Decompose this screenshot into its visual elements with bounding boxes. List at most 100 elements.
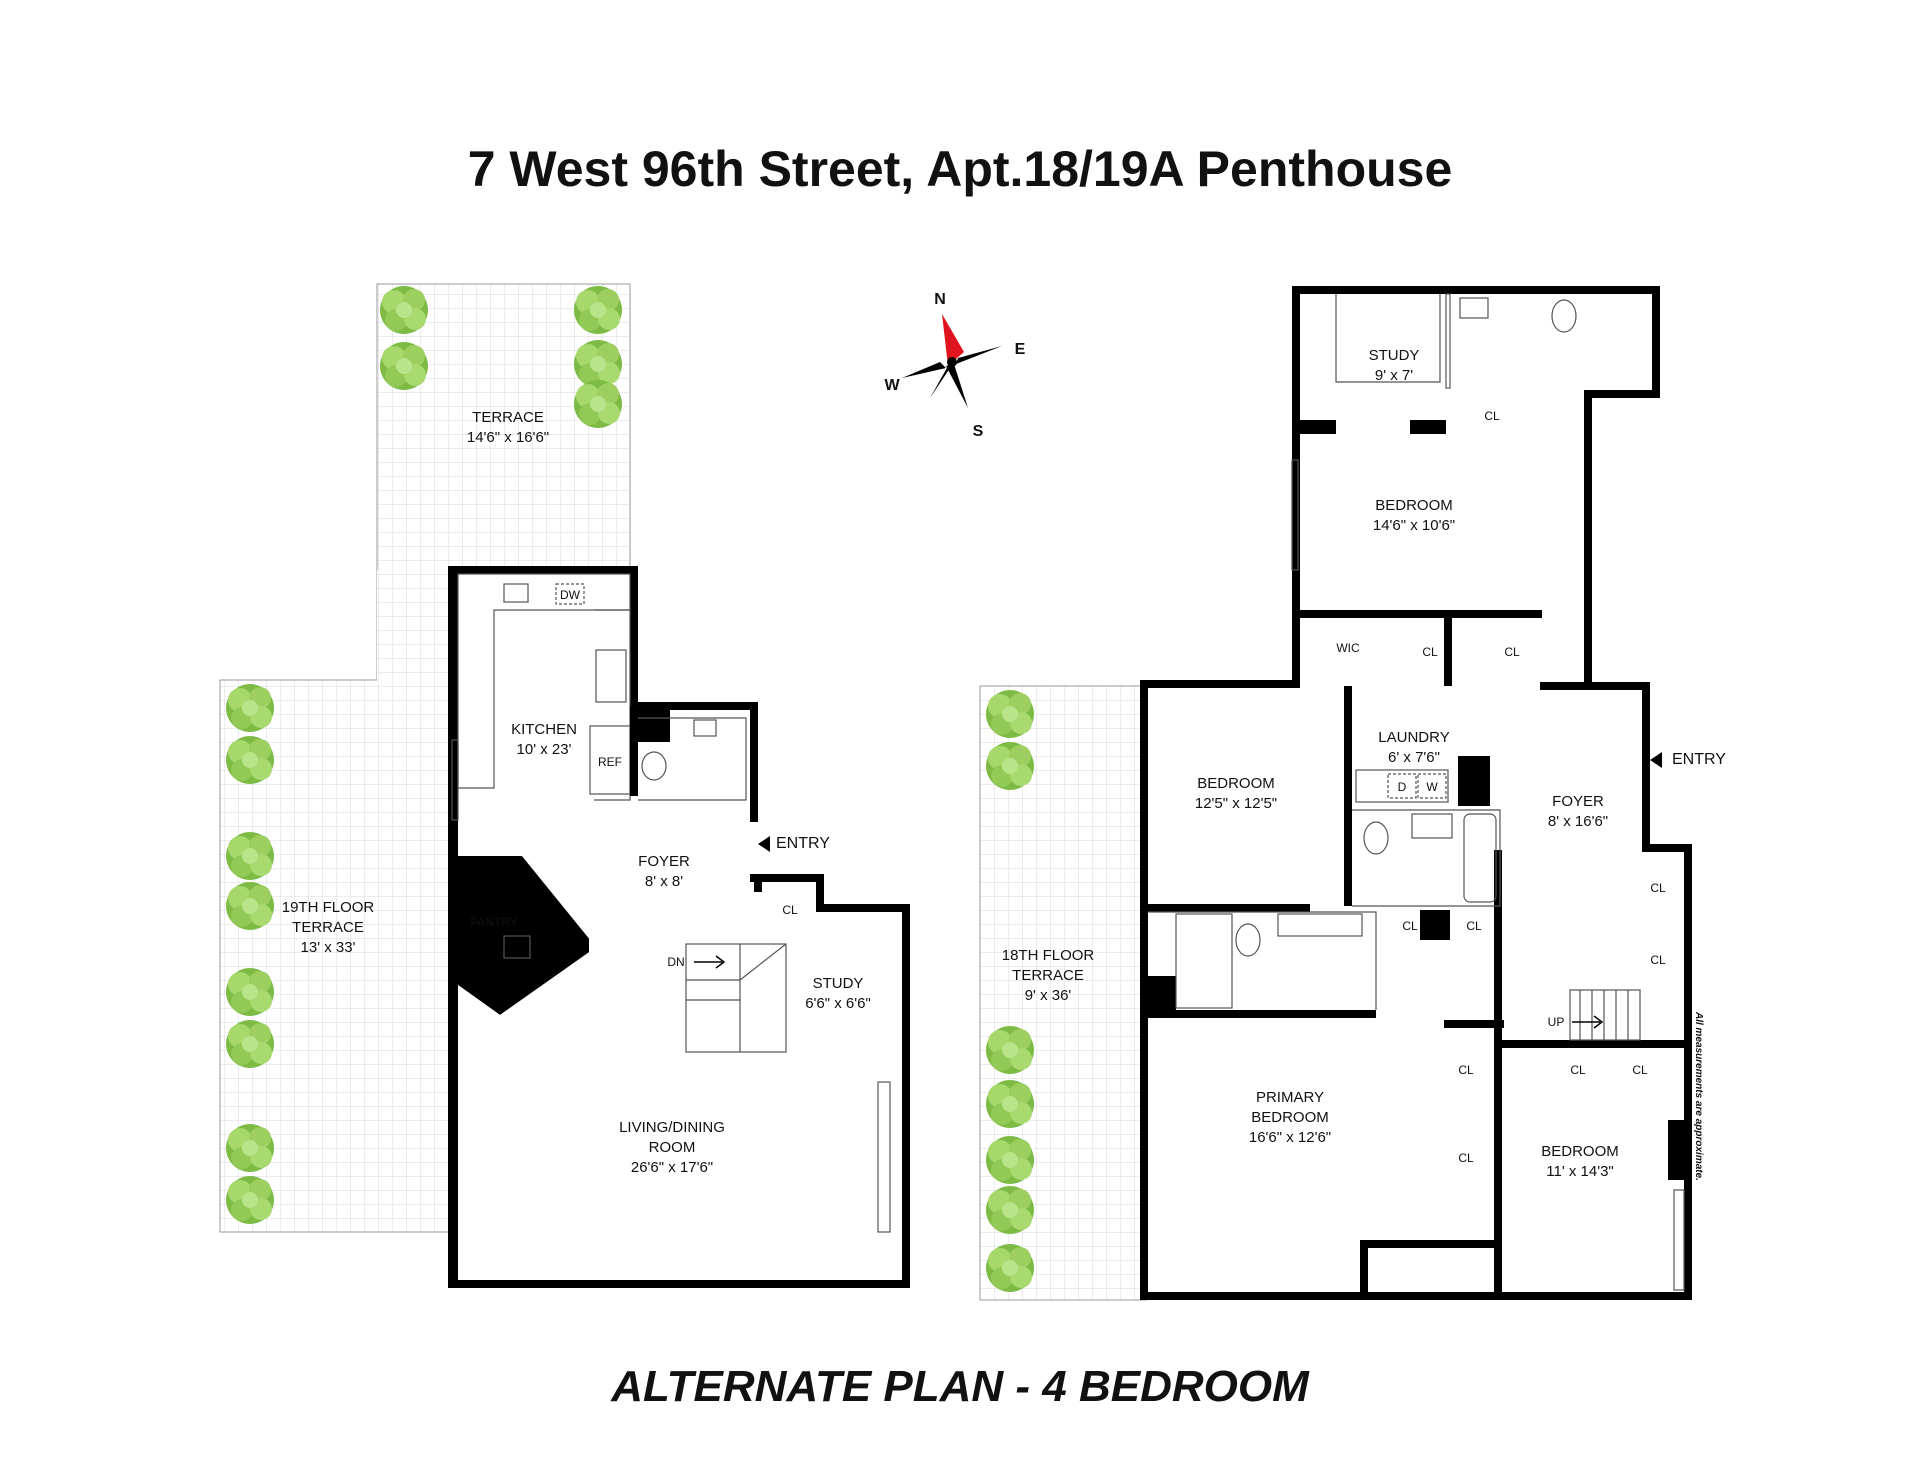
bedroom-left-label: BEDROOM	[1197, 775, 1275, 792]
cl-h-label: CL	[1458, 1151, 1474, 1165]
kitchen-label: KITCHEN	[511, 721, 577, 738]
middle-bath	[1352, 809, 1501, 907]
compass-s: S	[973, 423, 984, 440]
stair-down-arrow-icon	[694, 955, 726, 969]
living-label2: ROOM	[649, 1139, 696, 1156]
toilet-top-icon	[1551, 299, 1577, 333]
double-vanity-icon	[1277, 913, 1363, 937]
foyer-18-dims: 8' x 16'6"	[1548, 813, 1608, 830]
terrace-18-label: 18TH FLOOR	[1002, 947, 1095, 964]
powder-room	[630, 706, 747, 801]
stove-icon	[595, 649, 627, 703]
compass-w: W	[884, 377, 900, 394]
stair-up-arrow-icon	[1572, 1015, 1604, 1029]
pantry	[454, 856, 589, 1015]
study-18-dims: 9' x 7'	[1375, 367, 1413, 384]
terrace-19-label2: TERRACE	[292, 919, 364, 936]
foyer-19-label: FOYER	[638, 853, 690, 870]
up-label: UP	[1548, 1015, 1565, 1029]
terrace-18-dims: 9' x 36'	[1025, 987, 1072, 1004]
bedroom-right-dims: 11' x 14'3"	[1546, 1163, 1614, 1180]
pantry-label: PANTRY	[470, 915, 518, 929]
toilet-primary-icon	[1235, 923, 1261, 957]
bedroom-window	[1673, 1189, 1685, 1291]
primary-label: PRIMARY	[1256, 1089, 1324, 1106]
kitchen-sink-icon	[503, 583, 529, 603]
wic-label: WIC	[1336, 641, 1360, 655]
cl-c-label: CL	[1402, 919, 1418, 933]
stair-19	[685, 943, 787, 1053]
top-window	[1291, 459, 1299, 571]
foyer-18-label: FOYER	[1552, 793, 1604, 810]
page-title: 7 West 96th Street, Apt.18/19A Penthouse	[467, 141, 1453, 197]
primary-dims: 16'6" x 12'6"	[1249, 1129, 1331, 1146]
terrace-19-label: 19TH FLOOR	[282, 899, 375, 916]
compass: N S E W	[884, 291, 1025, 440]
entry-19-arrow-icon	[758, 836, 770, 852]
bath-sink-icon	[1459, 297, 1489, 319]
bedroom-top-label: BEDROOM	[1375, 497, 1453, 514]
shower-icon	[1175, 913, 1233, 1009]
cl-19-label: CL	[782, 903, 798, 917]
washer-icon	[1417, 773, 1447, 799]
floor-18-plan: STUDY 9' x 7' CL BEDROOM 14'6" x 10'6" W…	[979, 286, 1726, 1301]
cl-d-label: CL	[1466, 919, 1482, 933]
cl-b-label: CL	[1504, 645, 1520, 659]
dryer-label: D	[1398, 780, 1407, 794]
cl-top-label: CL	[1484, 409, 1500, 423]
compass-n: N	[934, 291, 946, 308]
compass-e: E	[1015, 341, 1026, 358]
bedroom-left-dims: 12'5" x 12'5"	[1195, 795, 1277, 812]
stair-18	[1569, 989, 1641, 1041]
bedroom-right-label: BEDROOM	[1541, 1143, 1619, 1160]
entry-19-label: ENTRY	[776, 835, 830, 852]
floor-19-plan: TERRACE 14'6" x 16'6" 19TH FLOOR TERRACE…	[219, 283, 910, 1288]
bedroom-top-dims: 14'6" x 10'6"	[1373, 517, 1455, 534]
plan-subtitle: ALTERNATE PLAN - 4 BEDROOM	[611, 1362, 1309, 1411]
living-label: LIVING/DINING	[619, 1119, 725, 1136]
living-window	[877, 1081, 891, 1233]
laundry-dims: 6' x 7'6"	[1388, 749, 1440, 766]
dw-label: DW	[560, 588, 581, 602]
primary-label2: BEDROOM	[1251, 1109, 1329, 1126]
dn-label: DN	[667, 955, 684, 969]
study-19-label: STUDY	[813, 975, 864, 992]
north-arrow-icon	[942, 314, 964, 366]
pantry-sink-icon	[503, 935, 531, 959]
walls-18	[1140, 286, 1692, 1300]
top-bath	[1335, 293, 1577, 389]
foyer-19-dims: 8' x 8'	[645, 873, 683, 890]
study-18-label: STUDY	[1369, 347, 1420, 364]
cl-i-label: CL	[1570, 1063, 1586, 1077]
bathtub-icon	[1463, 813, 1497, 903]
kitchen-window	[451, 739, 459, 821]
entry-18-label: ENTRY	[1672, 751, 1726, 768]
terrace-top-label: TERRACE	[472, 409, 544, 426]
ref-label: REF	[598, 755, 622, 769]
kitchen-dims: 10' x 23'	[517, 741, 572, 758]
primary-bath	[1148, 911, 1377, 1010]
washer-label: W	[1426, 780, 1438, 794]
toilet-icon	[641, 751, 667, 781]
cl-j-label: CL	[1632, 1063, 1648, 1077]
entry-18-arrow-icon	[1650, 752, 1662, 768]
sink-mid-icon	[1411, 813, 1453, 839]
laundry-label: LAUNDRY	[1378, 729, 1449, 746]
terrace-19-dims: 13' x 33'	[301, 939, 356, 956]
plants-top-right	[574, 286, 622, 428]
living-dims: 26'6" x 17'6"	[631, 1159, 713, 1176]
sink-icon	[693, 719, 717, 737]
study-19-dims: 6'6" x 6'6"	[805, 995, 871, 1012]
cl-a-label: CL	[1422, 645, 1438, 659]
terrace-top-dims: 14'6" x 16'6"	[467, 429, 549, 446]
terrace-18-label2: TERRACE	[1012, 967, 1084, 984]
dishwasher-icon	[555, 583, 585, 605]
toilet-mid-icon	[1363, 821, 1389, 855]
cl-f-label: CL	[1650, 953, 1666, 967]
measurement-note: All measurements are approximate.	[1693, 1011, 1704, 1181]
dryer-icon	[1387, 773, 1417, 799]
laundry-fixtures	[1355, 769, 1449, 803]
cl-e-label: CL	[1650, 881, 1666, 895]
cl-g-label: CL	[1458, 1063, 1474, 1077]
